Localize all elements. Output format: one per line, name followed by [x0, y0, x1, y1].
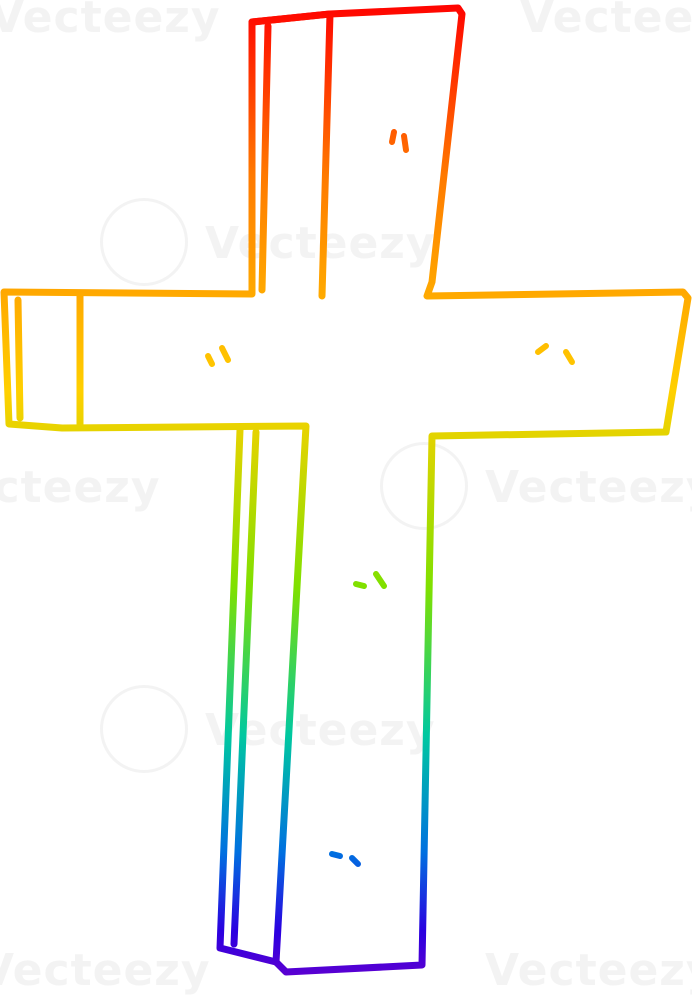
top-post-side — [248, 10, 334, 300]
knot-mark — [535, 343, 549, 355]
knot-mark — [205, 353, 215, 367]
knot-mark — [401, 133, 409, 153]
bottom-post-side — [216, 426, 280, 966]
bottom-post-inner — [230, 428, 260, 948]
cross-outline — [0, 4, 692, 976]
left-arm-inner — [14, 296, 24, 422]
knot-mark — [219, 345, 231, 363]
knot-mark — [563, 349, 575, 365]
knot-mark — [349, 855, 361, 867]
knot-mark — [353, 581, 367, 589]
knot-mark — [329, 851, 343, 859]
top-post-inner-line — [258, 22, 272, 294]
knot-mark — [373, 571, 387, 589]
knot-mark — [389, 129, 397, 145]
